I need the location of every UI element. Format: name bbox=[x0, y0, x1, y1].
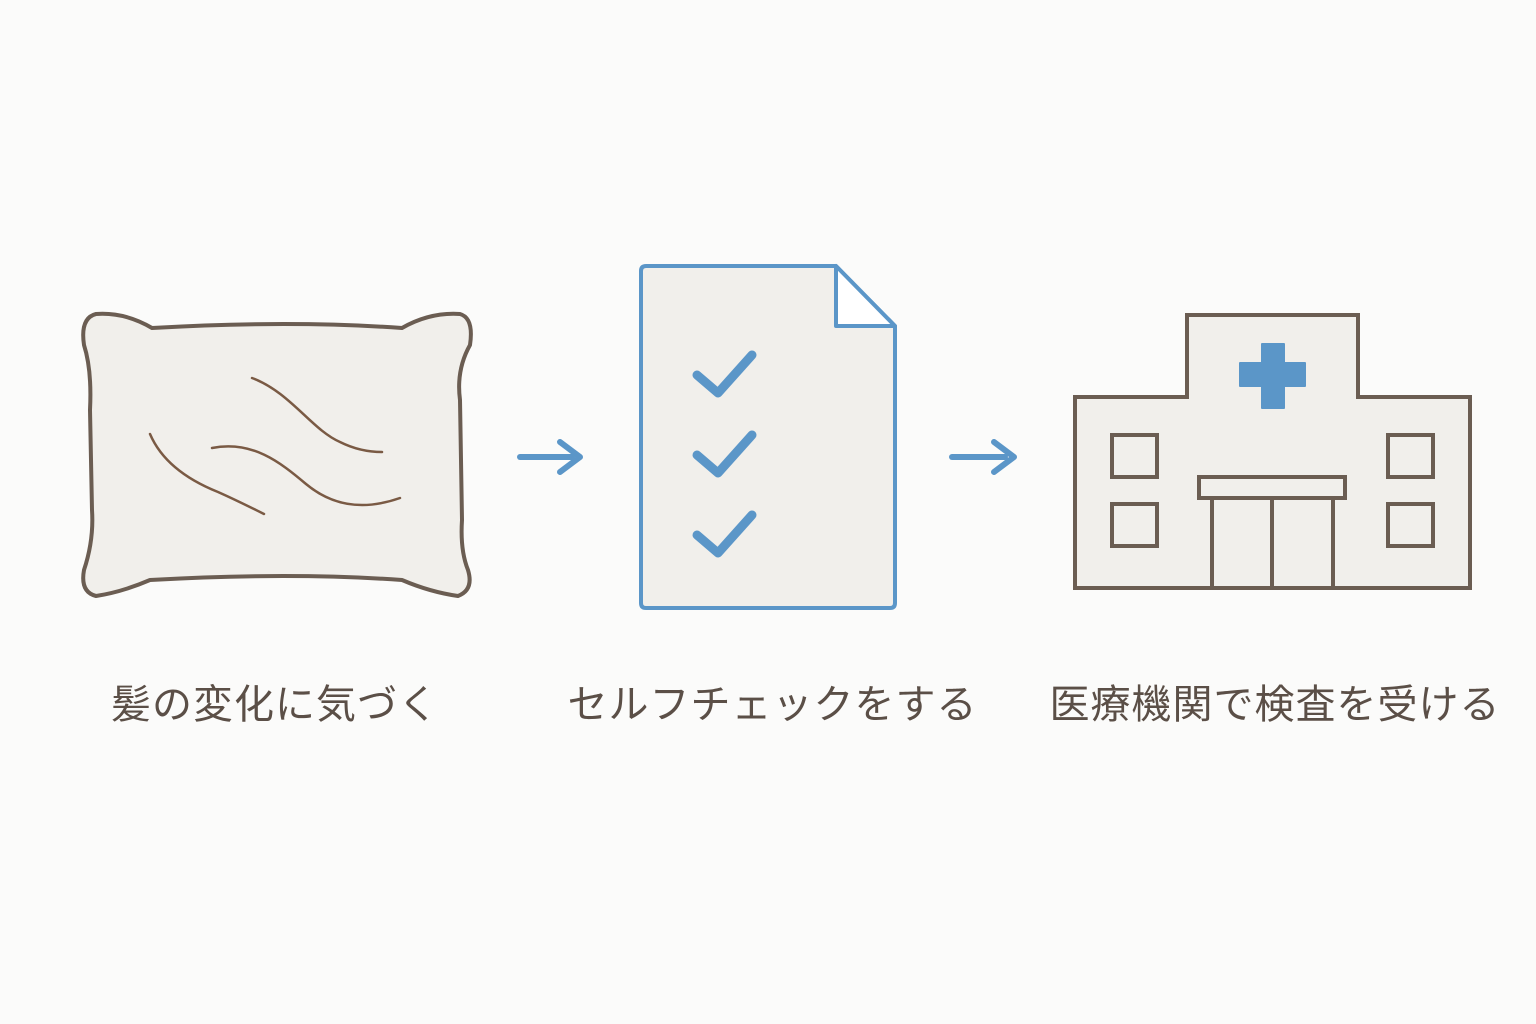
step-label-medical-exam: 医療機関で検査を受ける bbox=[1049, 682, 1501, 728]
building-outline bbox=[1073, 313, 1472, 590]
document-folded-corner bbox=[834, 264, 897, 328]
window bbox=[1110, 433, 1159, 479]
arrow-right-icon bbox=[949, 439, 1017, 475]
window bbox=[1386, 502, 1435, 548]
pillow-shape bbox=[81, 311, 473, 598]
window bbox=[1110, 502, 1159, 548]
hair-strand bbox=[148, 432, 266, 516]
checklist-document-icon bbox=[639, 264, 897, 610]
checkmark-icon bbox=[692, 430, 757, 478]
entrance-canopy bbox=[1197, 475, 1347, 500]
hair-strand bbox=[210, 445, 402, 507]
arrow-right-icon bbox=[517, 439, 583, 475]
hair-strand bbox=[250, 376, 384, 454]
checkmark-icon bbox=[692, 350, 757, 398]
step-label-notice-hair-change: 髪の変化に気づく bbox=[111, 682, 439, 728]
step-label-self-check: セルフチェックをする bbox=[567, 682, 978, 728]
entrance-doors bbox=[1210, 498, 1335, 588]
pillow-with-hair-icon bbox=[81, 311, 473, 598]
hospital-building-icon bbox=[1073, 313, 1472, 590]
checkmark-icon bbox=[692, 510, 757, 558]
window bbox=[1386, 433, 1435, 479]
document-body bbox=[639, 264, 897, 610]
medical-cross-icon bbox=[1239, 343, 1306, 409]
